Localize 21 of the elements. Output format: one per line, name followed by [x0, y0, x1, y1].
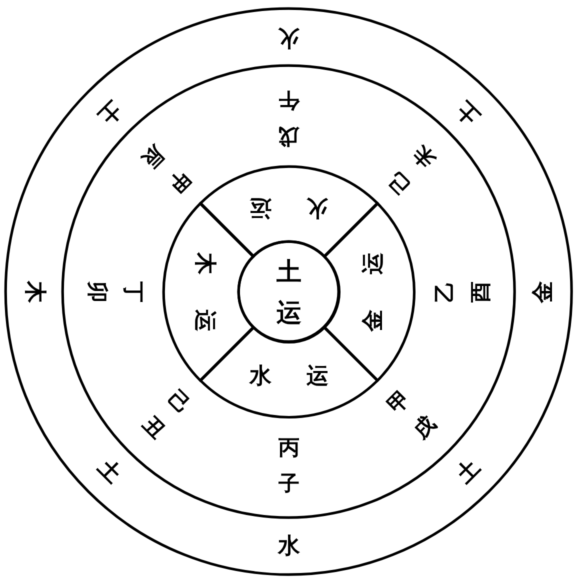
- stem-branch-label: 甲辰: [137, 140, 196, 200]
- phase-label: 火运: [249, 196, 329, 218]
- stem-branch-label: 丙子: [278, 434, 300, 497]
- stem-branch-label: 甲戌: [382, 384, 441, 445]
- stem-branch-label: 丁卯: [84, 281, 147, 302]
- phase-label: 土: [454, 456, 485, 488]
- phase-label: 水运: [249, 366, 329, 388]
- phase-label: 水: [278, 536, 300, 558]
- stem-branch-label: 己未: [382, 140, 441, 200]
- center-label: 土运: [276, 256, 302, 329]
- stem-branch-label: 戊午: [278, 88, 300, 151]
- phase-label: 土: [454, 96, 485, 128]
- phase-label: 木: [22, 280, 45, 303]
- phase-label: 土: [93, 96, 124, 128]
- phase-label: 金: [532, 280, 555, 303]
- stem-branch-label: 己丑: [137, 384, 196, 445]
- phase-label: 土: [93, 456, 124, 488]
- phase-label: 火: [278, 26, 300, 48]
- phase-label: 木运: [192, 252, 215, 332]
- stem-branch-label: 乙酉: [431, 281, 493, 302]
- phase-label: 金运: [362, 252, 385, 332]
